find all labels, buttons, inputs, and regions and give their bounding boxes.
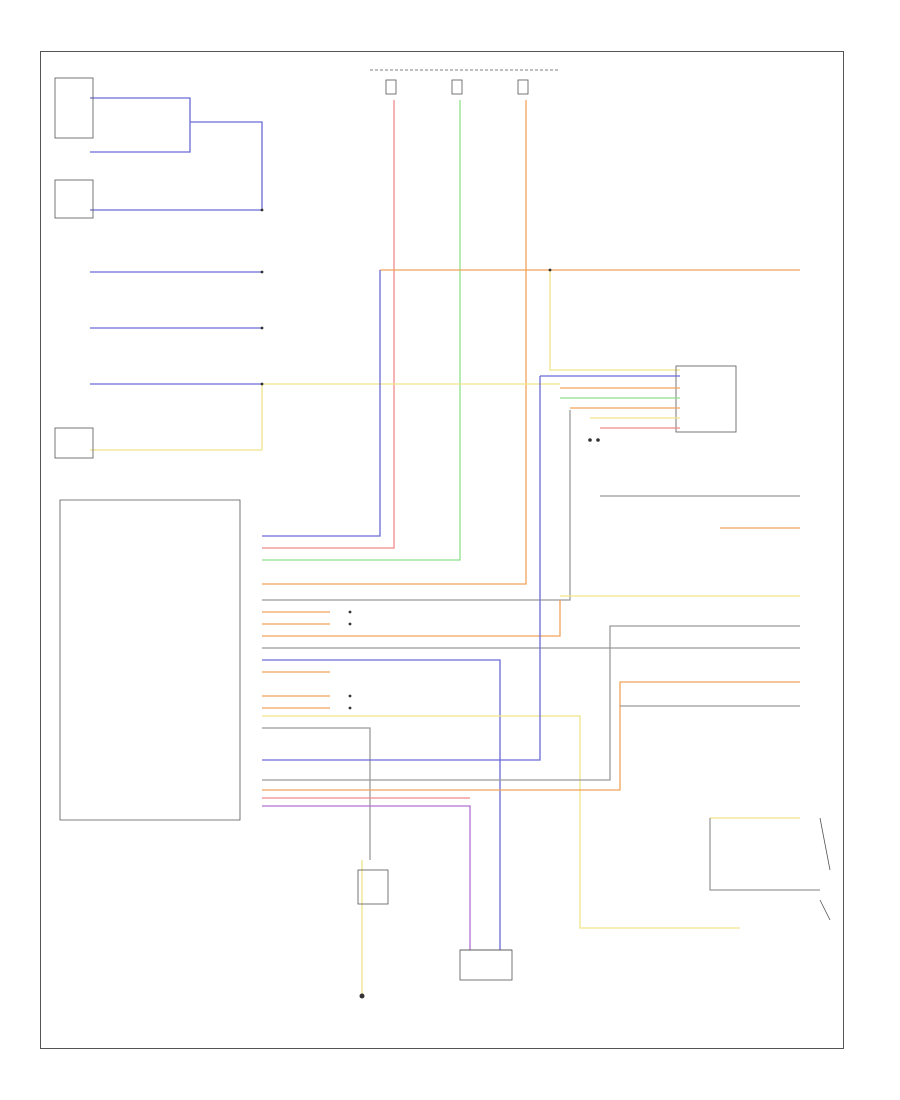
wire-u4 — [262, 600, 561, 637]
wire-u10 — [262, 715, 740, 929]
left-switch-group — [54, 77, 560, 459]
control-unit-box — [59, 499, 241, 821]
switch-box-3 — [54, 427, 94, 459]
fuse-1 — [385, 79, 397, 95]
ground-terminal — [359, 993, 365, 999]
relay-switch — [357, 869, 389, 905]
wire-u13 — [262, 625, 800, 781]
switch-contacts — [819, 817, 831, 921]
wire-u1 — [262, 410, 571, 601]
wire-yellow-left — [90, 384, 263, 451]
wire-yellow-mid — [549, 270, 680, 371]
diagram-frame — [40, 51, 844, 1049]
fuse-3 — [517, 79, 529, 95]
right-connector — [540, 365, 737, 433]
fuse-block — [370, 69, 560, 95]
wire-blue-1 — [90, 97, 191, 153]
connector-block — [675, 365, 737, 433]
wire-u12 — [262, 376, 541, 761]
wire-green-feed — [262, 100, 461, 561]
wire-red-feed — [262, 100, 395, 549]
wire-u6 — [262, 659, 501, 950]
terminal-dots — [260, 208, 600, 710]
wire-u14 — [262, 681, 800, 791]
fuse-2 — [451, 79, 463, 95]
control-unit — [59, 376, 800, 950]
switch-box-2 — [54, 179, 94, 219]
wire-orange-feed — [262, 100, 527, 585]
wire-blue-a — [262, 270, 381, 537]
right-switch-group — [560, 495, 831, 921]
relay-box — [459, 949, 513, 981]
switch-box-1 — [54, 77, 94, 139]
wire-blue-2 — [90, 121, 263, 211]
wire-u11 — [262, 727, 371, 860]
bottom-components — [357, 860, 513, 999]
wire-r6 — [709, 818, 820, 891]
wire-u16 — [262, 805, 471, 950]
